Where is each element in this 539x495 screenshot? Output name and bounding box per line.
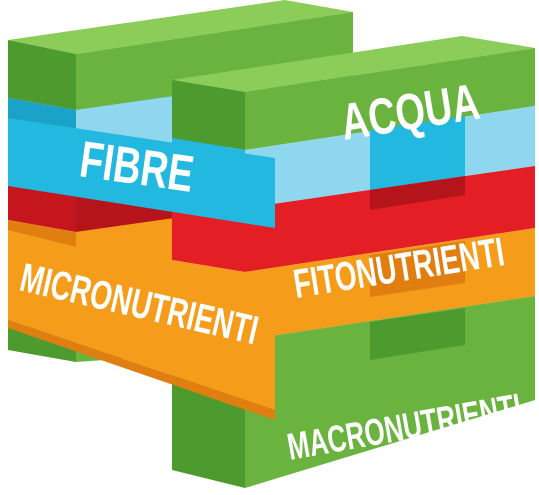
front-green-bottom-inner [370, 308, 465, 360]
front-green-top-face [172, 36, 535, 92]
front-green-side [172, 80, 245, 150]
micronutrienti-band [8, 230, 275, 410]
block-diagram: ACQUA FIBRE FITONUTRIENTI MICRONUTRIENTI… [8, 0, 535, 488]
front-orange-inner [370, 241, 465, 297]
front-blue-pillar-1 [370, 116, 465, 190]
back-green-top-face [8, 0, 353, 54]
fibre-band [8, 118, 275, 228]
back-green-side [8, 40, 76, 110]
front-red-inner [370, 176, 465, 210]
front-green-front [245, 48, 535, 150]
back-green-front [76, 12, 353, 110]
micronutrienti-band-shade [8, 320, 275, 420]
